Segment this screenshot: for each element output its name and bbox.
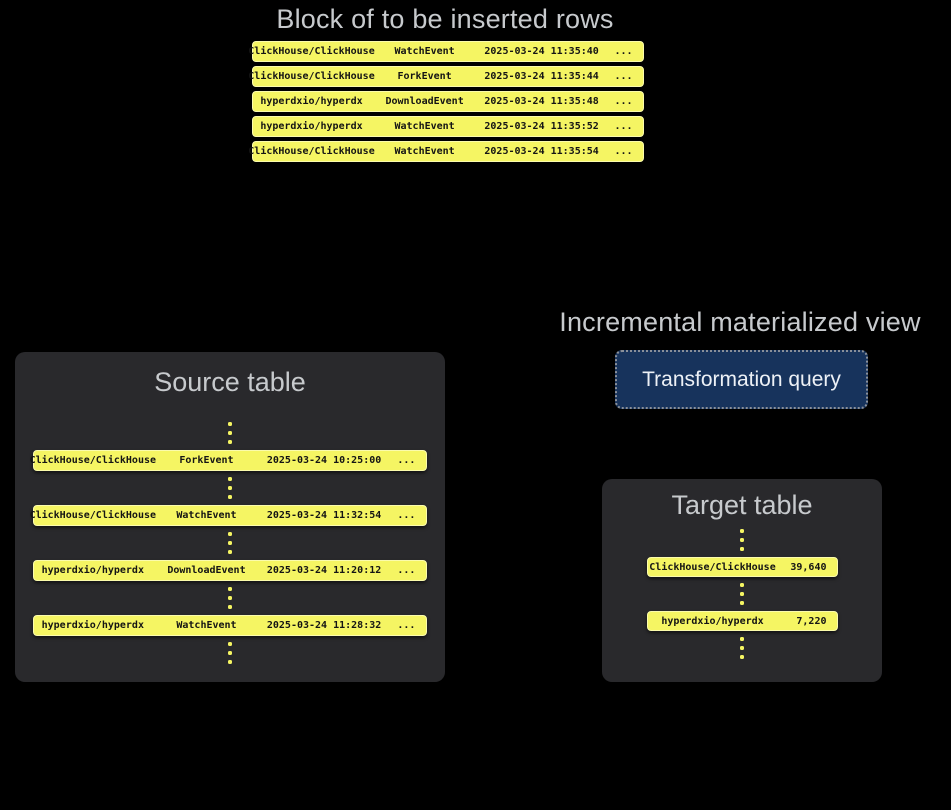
transformation-query-button: Transformation query — [615, 350, 868, 409]
row-repo: hyperdxio/hyperdx — [41, 620, 144, 631]
row-event: ForkEvent — [179, 455, 234, 466]
dots-separator — [228, 640, 232, 666]
row-repo: hyperdxio/hyperdx — [41, 565, 144, 576]
inserted-rows-block: ClickHouse/ClickHouse WatchEvent 2025-03… — [248, 41, 644, 162]
row-repo: ClickHouse/ClickHouse — [248, 146, 375, 157]
row-repo: hyperdxio/hyperdx — [661, 615, 764, 627]
row-timestamp: 2025-03-24 11:35:54 — [484, 146, 599, 157]
row-ellipsis: ... — [397, 620, 416, 631]
row-timestamp: 2025-03-24 11:32:54 — [266, 510, 382, 521]
row-repo: ClickHouse/ClickHouse — [248, 71, 375, 82]
row-ellipsis: ... — [397, 565, 416, 576]
row-repo: ClickHouse/ClickHouse — [248, 46, 375, 57]
target-row: hyperdxio/hyperdx 7,220 — [646, 611, 838, 631]
row-event: WatchEvent — [394, 46, 455, 57]
row-count: 7,220 — [796, 615, 827, 627]
row-ellipsis: ... — [397, 510, 416, 521]
row-timestamp: 2025-03-24 10:25:00 — [266, 455, 382, 466]
target-row: ClickHouse/ClickHouse 39,640 — [646, 557, 838, 577]
row-ellipsis: ... — [397, 455, 416, 466]
inserted-row: ClickHouse/ClickHouse WatchEvent 2025-03… — [248, 41, 644, 62]
block-title: Block of to be inserted rows — [276, 4, 614, 34]
row-event: WatchEvent — [394, 146, 455, 157]
inserted-row: ClickHouse/ClickHouse ForkEvent 2025-03-… — [248, 66, 644, 87]
row-ellipsis: ... — [614, 46, 633, 57]
materialized-view-title: Incremental materialized view — [559, 307, 921, 337]
row-event: DownloadEvent — [167, 565, 246, 576]
source-table-body: ClickHouse/ClickHouse ForkEvent 2025-03-… — [15, 420, 445, 666]
row-repo: ClickHouse/ClickHouse — [649, 561, 776, 573]
dots-separator — [228, 420, 232, 446]
source-row: ClickHouse/ClickHouse ForkEvent 2025-03-… — [29, 450, 427, 471]
inserted-row: hyperdxio/hyperdx DownloadEvent 2025-03-… — [252, 91, 644, 112]
row-event: DownloadEvent — [385, 96, 464, 107]
row-timestamp: 2025-03-24 11:35:40 — [484, 46, 599, 57]
target-table-panel: Target table ClickHouse/ClickHouse 39,64… — [602, 479, 882, 682]
source-table-panel: Source table ClickHouse/ClickHouse ForkE… — [15, 352, 445, 682]
dots-separator — [228, 475, 232, 501]
row-event: WatchEvent — [394, 121, 455, 132]
row-event: WatchEvent — [176, 510, 237, 521]
row-timestamp: 2025-03-24 11:35:48 — [484, 96, 599, 107]
inserted-row: ClickHouse/ClickHouse WatchEvent 2025-03… — [248, 141, 644, 162]
target-table-body: ClickHouse/ClickHouse 39,640 hyperdxio/h… — [602, 527, 882, 661]
target-table-title: Target table — [671, 490, 813, 520]
row-timestamp: 2025-03-24 11:28:32 — [266, 620, 382, 631]
row-ellipsis: ... — [614, 146, 633, 157]
row-event: ForkEvent — [397, 71, 452, 82]
row-timestamp: 2025-03-24 11:20:12 — [266, 565, 382, 576]
row-repo: ClickHouse/ClickHouse — [29, 510, 157, 521]
row-ellipsis: ... — [614, 96, 633, 107]
inserted-row: hyperdxio/hyperdx WatchEvent 2025-03-24 … — [252, 116, 644, 137]
source-row: ClickHouse/ClickHouse WatchEvent 2025-03… — [29, 505, 427, 526]
row-repo: hyperdxio/hyperdx — [260, 96, 363, 107]
row-event: WatchEvent — [176, 620, 237, 631]
dots-separator — [740, 635, 744, 661]
source-row: hyperdxio/hyperdx DownloadEvent 2025-03-… — [33, 560, 427, 581]
row-repo: ClickHouse/ClickHouse — [29, 455, 157, 466]
dots-separator — [740, 581, 744, 607]
dots-separator — [228, 585, 232, 611]
dots-separator — [740, 527, 744, 553]
dots-separator — [228, 530, 232, 556]
source-table-title: Source table — [154, 367, 306, 397]
row-count: 39,640 — [790, 561, 827, 573]
row-timestamp: 2025-03-24 11:35:44 — [484, 71, 599, 82]
row-timestamp: 2025-03-24 11:35:52 — [484, 121, 599, 132]
row-repo: hyperdxio/hyperdx — [260, 121, 363, 132]
row-ellipsis: ... — [614, 121, 633, 132]
source-row: hyperdxio/hyperdx WatchEvent 2025-03-24 … — [33, 615, 427, 636]
row-ellipsis: ... — [614, 71, 633, 82]
